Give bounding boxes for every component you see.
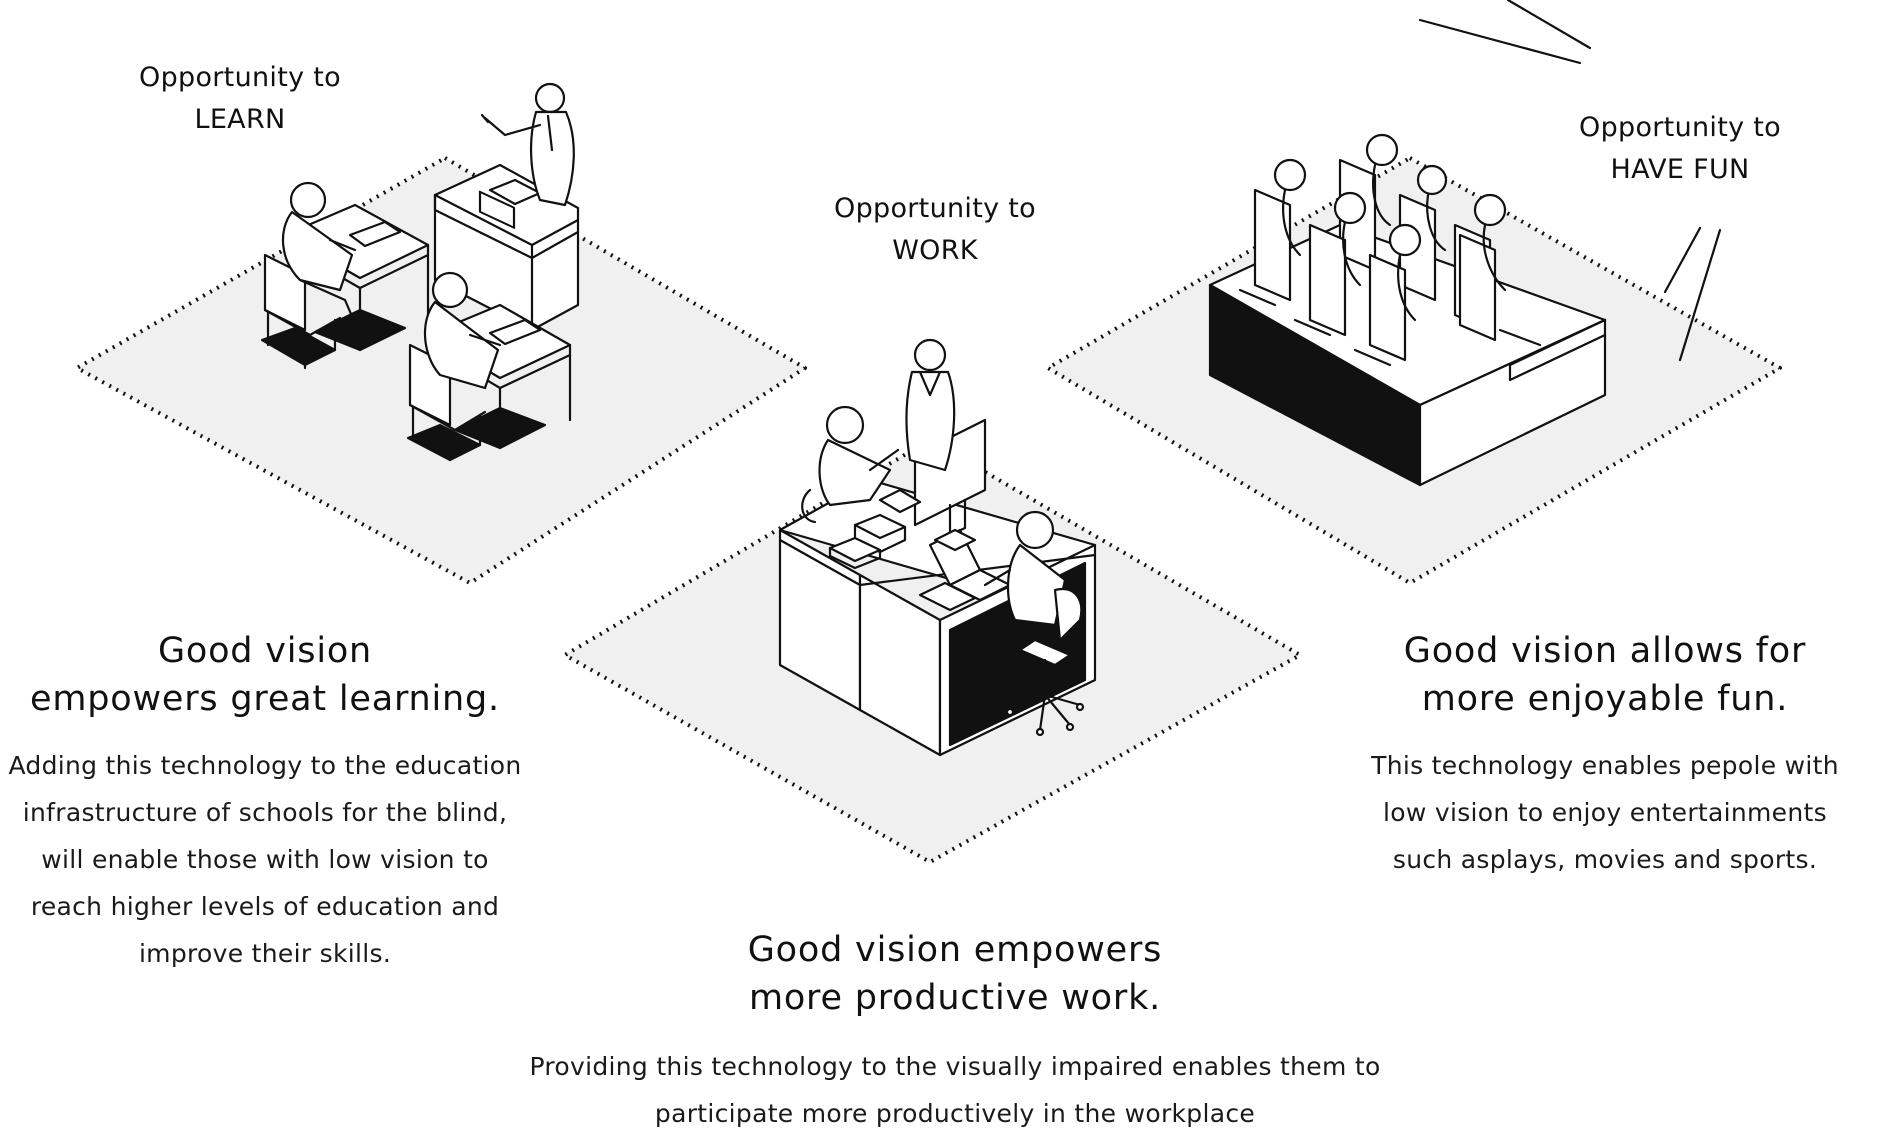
work-opportunity-line-2: WORK [892,235,978,266]
learn-description: Adding this technology to the education … [0,742,530,977]
work-headline: Good vision empowers more productive wor… [700,926,1210,1022]
fun-description-line: This technology enables pepole with [1371,751,1839,780]
theater-illustration [1208,133,1607,487]
fun-headline-line-1: Good vision allows for [1403,631,1807,671]
learn-description-line: will enable those with low vision to [41,845,489,874]
learn-description-line: improve their skills. [138,939,392,968]
work-description-line: participate more productively in the wor… [654,1099,1256,1128]
office-illustration [778,338,1097,757]
learn-headline: Good vision empowers great learning. [10,627,520,723]
work-description: Providing this technology to the visuall… [480,1043,1430,1137]
learn-opportunity-label: Opportunity to LEARN [120,57,360,141]
work-headline-line-2: more productive work. [748,978,1162,1018]
fun-description: This technology enables pepole with low … [1340,742,1870,883]
work-opportunity-line-1: Opportunity to [834,193,1036,224]
learn-description-line: reach higher levels of education and [30,892,500,921]
learn-description-line: infrastructure of schools for the blind, [22,798,508,827]
fun-opportunity-line-2: HAVE FUN [1610,154,1750,185]
work-opportunity-label: Opportunity to WORK [815,188,1055,272]
fun-headline: Good vision allows for more enjoyable fu… [1350,627,1860,723]
fun-opportunity-label: Opportunity to HAVE FUN [1560,107,1800,191]
learn-headline-line-2: empowers great learning. [30,679,500,719]
work-headline-line-1: Good vision empowers [747,930,1163,970]
fun-description-line: such asplays, movies and sports. [1392,845,1818,874]
classroom-illustration [260,82,580,462]
fun-description-line: low vision to enjoy entertainments [1383,798,1827,827]
learn-opportunity-line-1: Opportunity to [139,62,341,93]
work-description-line: Providing this technology to the visuall… [529,1052,1381,1081]
light-rays [1418,0,1722,362]
learn-description-line: Adding this technology to the education [8,751,522,780]
fun-opportunity-line-1: Opportunity to [1579,112,1781,143]
learn-headline-line-1: Good vision [157,631,373,671]
learn-opportunity-line-2: LEARN [194,104,286,135]
fun-headline-line-2: more enjoyable fun. [1421,679,1789,719]
